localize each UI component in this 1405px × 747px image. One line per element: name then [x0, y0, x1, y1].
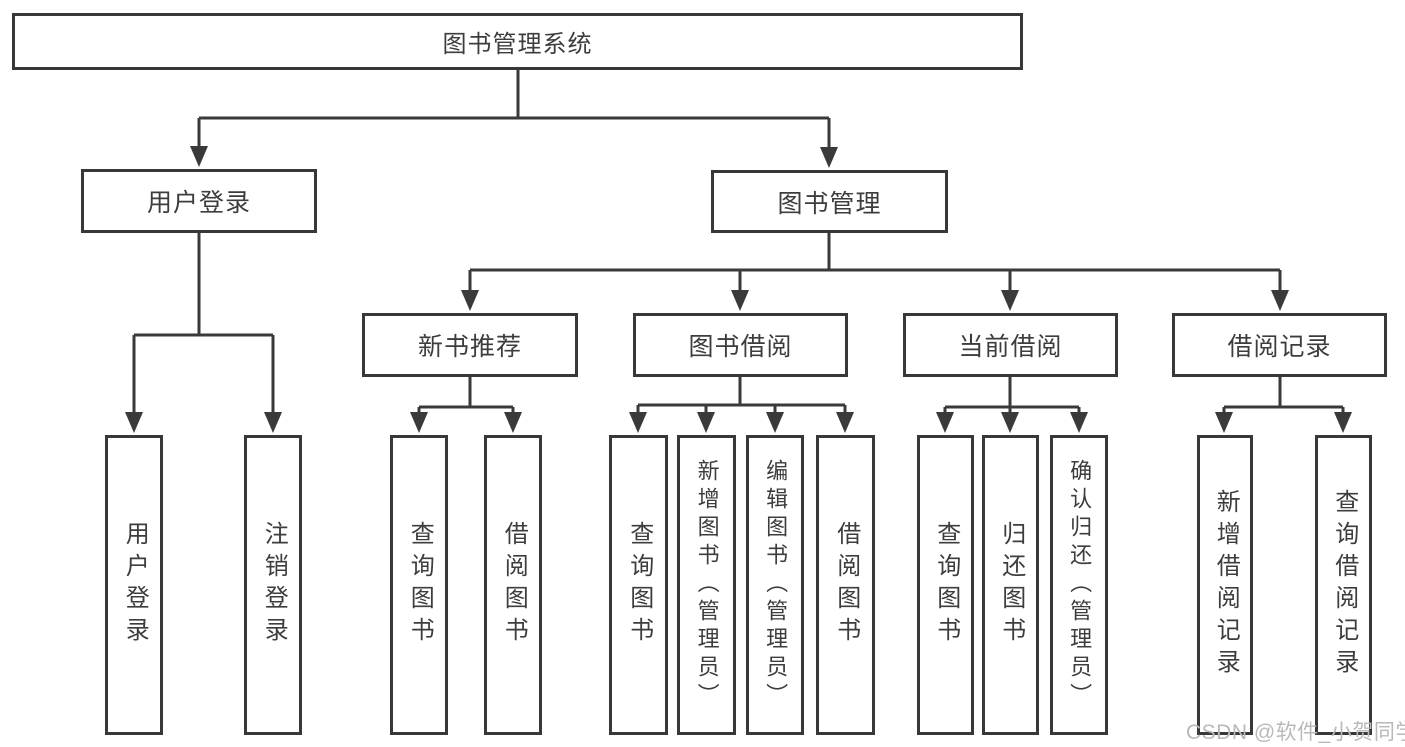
node-leaf-user-login: 用户登录: [105, 435, 163, 735]
node-leaf-query-borrow-record: 查询借阅记录: [1315, 435, 1372, 735]
node-leaf-add-borrow-record: 新增借阅记录: [1197, 435, 1253, 735]
node-borrowing-records: 借阅记录: [1172, 313, 1387, 377]
node-leaf-borrow-books: 借阅图书: [816, 435, 875, 735]
node-leaf-add-books-admin: 新增图书（管理员）: [677, 435, 736, 735]
csdn-watermark: CSDN @软件_小贺同学: [1186, 721, 1405, 744]
node-user-login: 用户登录: [81, 169, 317, 233]
node-leaf-borrow-books-recommend: 借阅图书: [484, 435, 542, 735]
node-leaf-edit-books-admin: 编辑图书（管理员）: [746, 435, 804, 735]
node-book-management: 图书管理: [711, 170, 948, 233]
node-leaf-query-books-recommend: 查询图书: [390, 435, 448, 735]
node-leaf-logout: 注销登录: [244, 435, 302, 735]
node-current-borrowing: 当前借阅: [903, 313, 1118, 377]
node-leaf-confirm-return-admin: 确认归还（管理员）: [1050, 435, 1108, 735]
node-leaf-return-books: 归还图书: [982, 435, 1039, 735]
node-book-borrowing: 图书借阅: [633, 313, 848, 377]
node-leaf-query-books-current: 查询图书: [917, 435, 974, 735]
node-new-book-recommendation: 新书推荐: [362, 313, 578, 377]
node-system-root: 图书管理系统: [12, 13, 1023, 70]
node-leaf-query-books-borrowing: 查询图书: [609, 435, 668, 735]
